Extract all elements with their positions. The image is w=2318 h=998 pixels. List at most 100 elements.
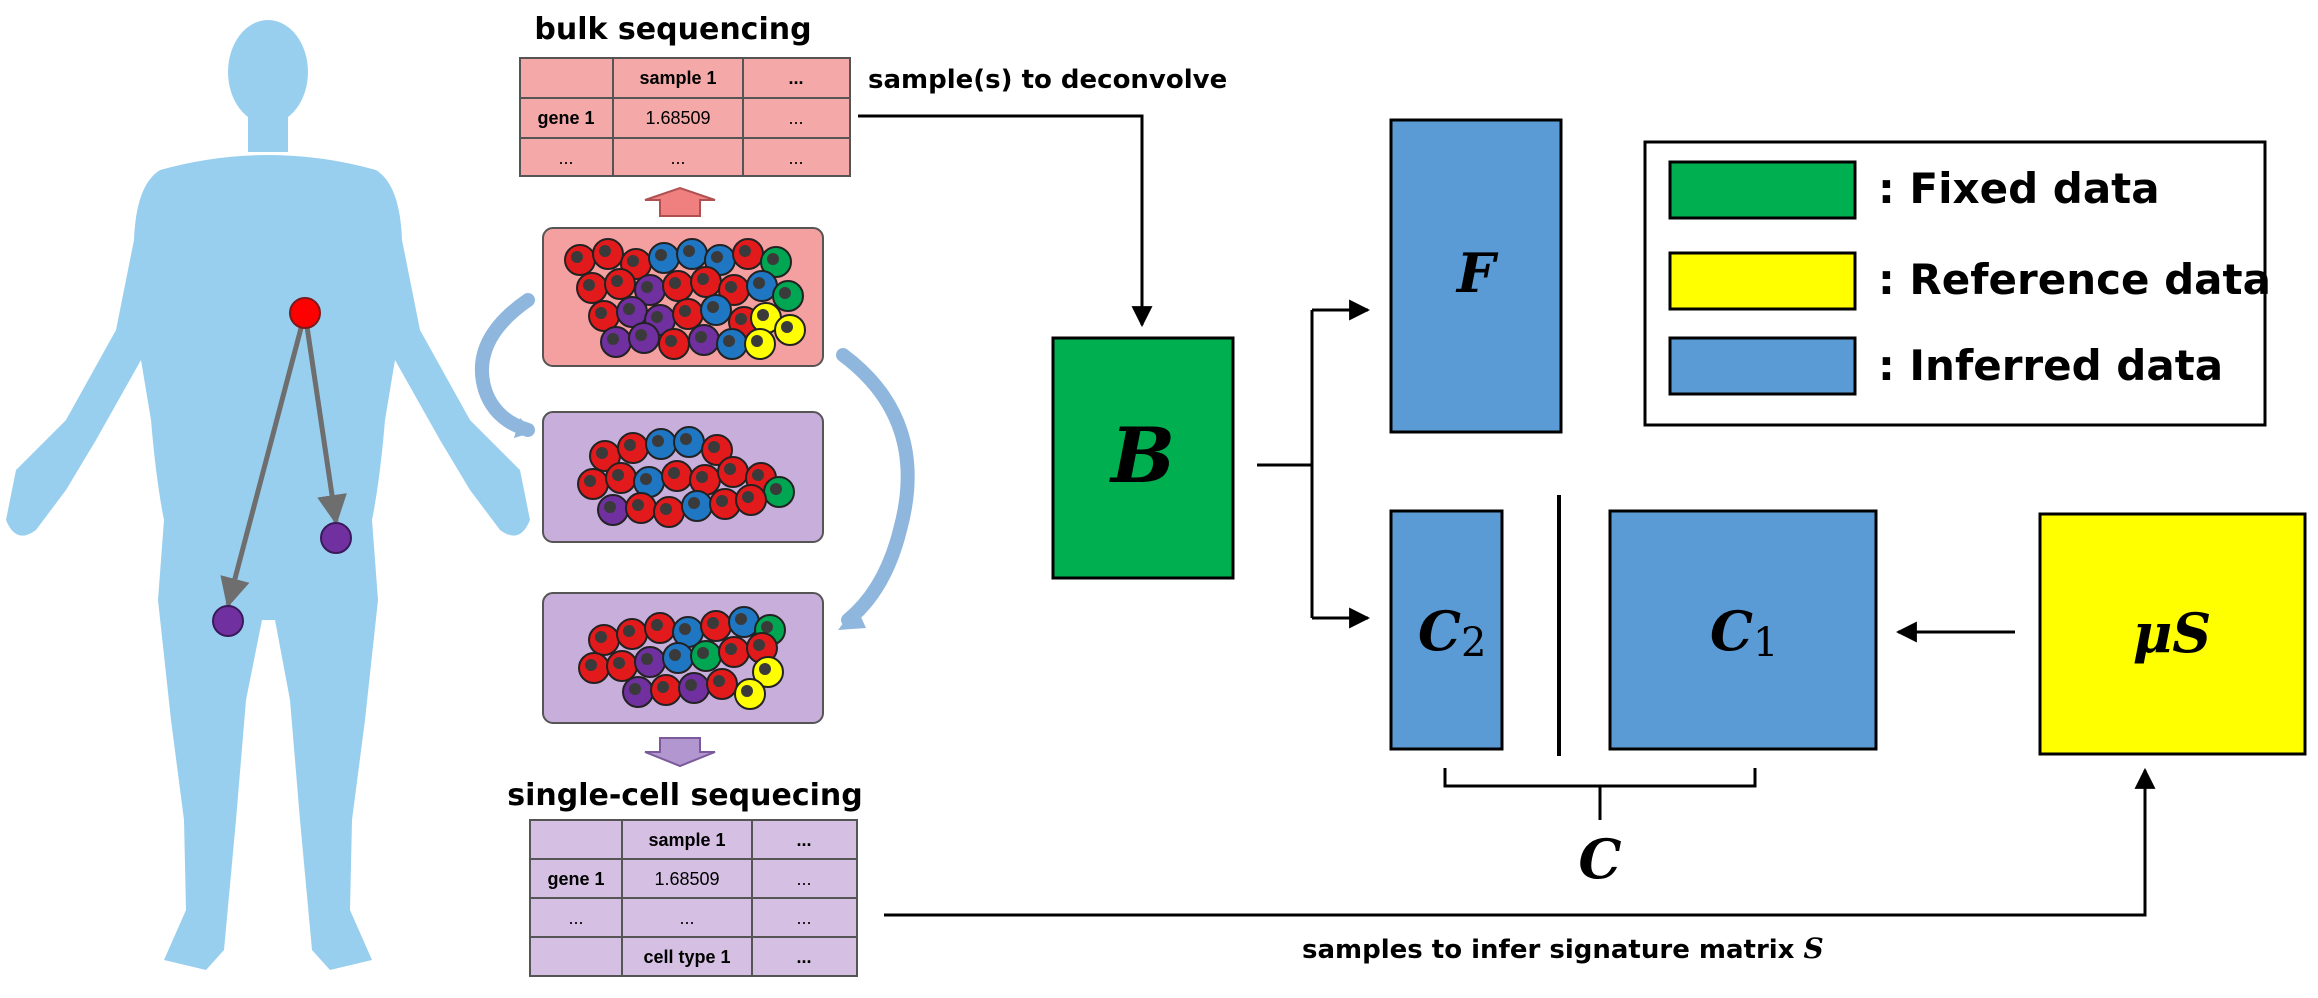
deconvolve-arrow bbox=[858, 114, 1153, 328]
cell-nucleus bbox=[779, 287, 791, 299]
matrix-muS-label: μS bbox=[2133, 601, 2212, 665]
cell-nucleus bbox=[652, 435, 664, 447]
cell-nucleus bbox=[655, 249, 667, 261]
cell-nucleus bbox=[612, 469, 624, 481]
cell-nucleus bbox=[599, 245, 611, 257]
cell-nucleus bbox=[742, 491, 754, 503]
matrix-C2-label: C2 bbox=[1418, 599, 1486, 666]
single-cell-table: sample 1 ... gene 1 1.68509 ... ... ... … bbox=[529, 819, 858, 977]
cell-nucleus bbox=[632, 499, 644, 511]
table-cell: sample 1 bbox=[648, 830, 725, 850]
bulk-title: bulk sequencing bbox=[534, 12, 811, 47]
legend-label-reference: : Reference data bbox=[1878, 255, 2271, 304]
cell-nucleus bbox=[781, 321, 793, 333]
cell-nucleus bbox=[759, 663, 771, 675]
sampling-arrows bbox=[212, 297, 352, 637]
legend-swatch-reference bbox=[1668, 251, 1857, 311]
matrix-muS bbox=[2038, 512, 2307, 756]
table-cell: 1.68509 bbox=[654, 869, 719, 889]
table-cell: ... bbox=[796, 947, 811, 967]
sample-dot-thigh bbox=[212, 605, 244, 637]
cell-nucleus bbox=[708, 441, 720, 453]
cell-nucleus bbox=[711, 251, 723, 263]
human-body-figure bbox=[6, 20, 530, 970]
cell-nucleus bbox=[680, 433, 692, 445]
cell-nucleus bbox=[657, 681, 669, 693]
cell-nucleus bbox=[741, 685, 753, 697]
cell-nucleus bbox=[767, 253, 779, 265]
table-cell: gene 1 bbox=[537, 108, 594, 128]
matrix-B-label: B bbox=[1109, 411, 1175, 500]
cell-nucleus bbox=[629, 683, 641, 695]
cell-nucleus bbox=[761, 621, 773, 633]
table-cell: ... bbox=[788, 108, 803, 128]
cell-nucleus bbox=[770, 483, 782, 495]
cell-nucleus bbox=[640, 473, 652, 485]
cell-nucleus bbox=[651, 619, 663, 631]
cell-nucleus bbox=[735, 313, 747, 325]
cell-nucleus bbox=[695, 331, 707, 343]
down-arrow-icon bbox=[644, 737, 716, 768]
matrix-C2 bbox=[1389, 509, 1504, 751]
cell-nucleus bbox=[679, 623, 691, 635]
cell-nucleus bbox=[583, 279, 595, 291]
cell-nucleus bbox=[753, 277, 765, 289]
cell-nucleus bbox=[596, 447, 608, 459]
cell-nucleus bbox=[697, 273, 709, 285]
cell-nucleus bbox=[723, 335, 735, 347]
bulk-table: sample 1 ... gene 1 1.68509 ... ... ... … bbox=[519, 57, 851, 177]
matrix-F bbox=[1389, 118, 1563, 434]
cell-nucleus bbox=[725, 643, 737, 655]
cell-nucleus bbox=[571, 251, 583, 263]
cell-nucleus bbox=[624, 439, 636, 451]
table-cell: ... bbox=[796, 869, 811, 889]
tissue-sample-dot bbox=[289, 297, 321, 329]
C-brace bbox=[1443, 768, 1757, 820]
table-cell: ... bbox=[788, 148, 803, 168]
cell-nucleus bbox=[584, 475, 596, 487]
cell-nucleus bbox=[627, 255, 639, 267]
signature-label: samples to infer signature matrix S bbox=[1302, 932, 1824, 965]
cell-nucleus bbox=[623, 303, 635, 315]
cell-nucleus bbox=[752, 469, 764, 481]
table-cell: ... bbox=[796, 908, 811, 928]
cell-nucleus bbox=[604, 501, 616, 513]
cell-clusters bbox=[564, 238, 806, 710]
table-cell: ... bbox=[558, 148, 573, 168]
cell-nucleus bbox=[668, 467, 680, 479]
curved-arrow-left-head bbox=[514, 418, 534, 438]
table-cell: 1.68509 bbox=[645, 108, 710, 128]
cell-nucleus bbox=[688, 497, 700, 509]
cell-nucleus bbox=[724, 463, 736, 475]
curved-arrow-left bbox=[474, 293, 535, 437]
cell-nucleus bbox=[707, 617, 719, 629]
cell-nucleus bbox=[607, 333, 619, 345]
cell-nucleus bbox=[595, 307, 607, 319]
sample-dot-hip bbox=[320, 522, 352, 554]
curved-arrow-right bbox=[836, 348, 915, 627]
cell-nucleus bbox=[696, 471, 708, 483]
table-cell: ... bbox=[679, 908, 694, 928]
cell-nucleus bbox=[660, 503, 672, 515]
cell-nucleus bbox=[679, 305, 691, 317]
table-cell: sample 1 bbox=[639, 68, 716, 88]
cell-nucleus bbox=[641, 281, 653, 293]
matrix-B bbox=[1051, 336, 1235, 580]
deconvolve-label: sample(s) to deconvolve bbox=[868, 65, 1227, 95]
cell-nucleus bbox=[685, 679, 697, 691]
cell-nucleus bbox=[716, 495, 728, 507]
cell-nucleus bbox=[635, 329, 647, 341]
fork-connector bbox=[1257, 310, 1314, 618]
cell-nucleus bbox=[611, 275, 623, 287]
table-cell: gene 1 bbox=[547, 869, 604, 889]
cell-nucleus bbox=[623, 625, 635, 637]
legend: : Fixed data : Reference data : Inferred… bbox=[1643, 140, 2271, 427]
cell-nucleus bbox=[595, 631, 607, 643]
cell-nucleus bbox=[697, 647, 709, 659]
cell-nucleus bbox=[651, 311, 663, 323]
legend-swatch-inferred bbox=[1668, 336, 1857, 396]
cell-nucleus bbox=[665, 335, 677, 347]
cell-nucleus bbox=[739, 245, 751, 257]
matrix-C1-label: C1 bbox=[1710, 599, 1778, 666]
